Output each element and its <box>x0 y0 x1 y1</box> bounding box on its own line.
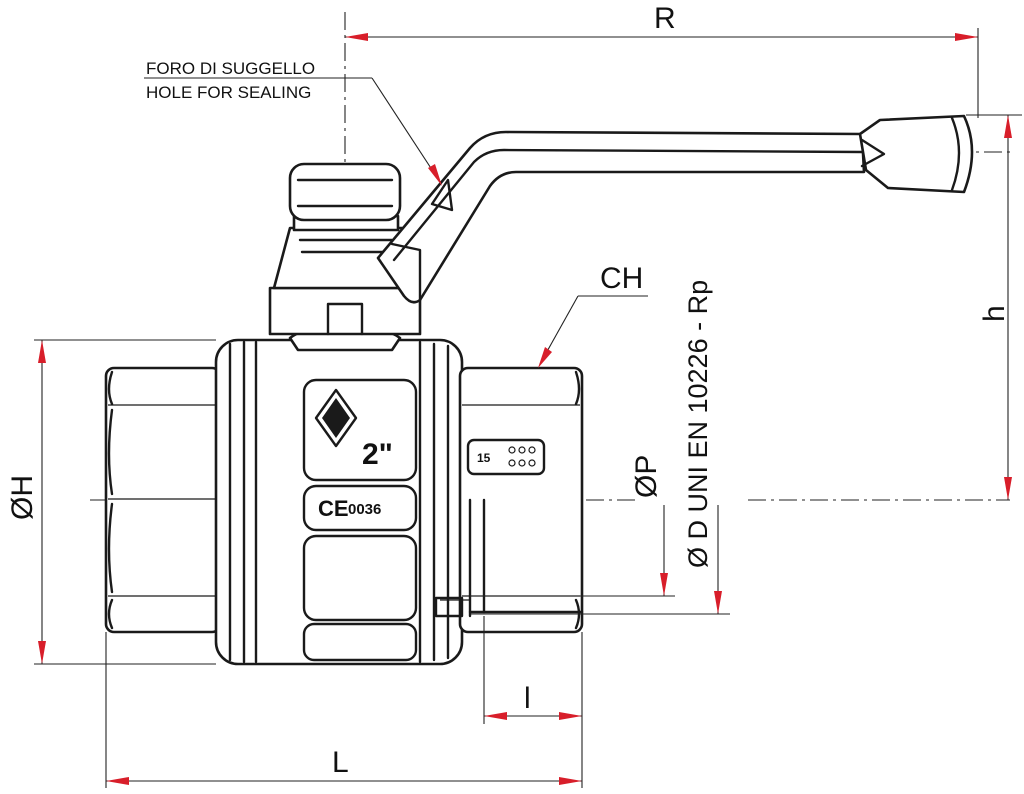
ce-number: 0036 <box>348 501 381 518</box>
logo-plate <box>302 378 418 482</box>
label-L: L <box>332 746 349 779</box>
dimension-labels: R h CH ØH ØP L l Ø D UNI EN 10226 - Rp F… <box>6 2 1011 779</box>
ce-marking: CE <box>318 496 349 521</box>
right-hex-end <box>458 366 584 634</box>
pressure-marking: 15 <box>477 451 491 465</box>
lower-plate <box>302 622 418 662</box>
label-R: R <box>654 2 676 35</box>
label-CH: CH <box>600 262 643 295</box>
label-OP: ØP <box>630 455 663 498</box>
size-marking: 2" <box>362 438 393 471</box>
pressure-dots <box>508 446 536 467</box>
stem-cap <box>288 162 402 222</box>
valve-body: 2" CE 0036 15 <box>104 338 584 666</box>
label-sealing-hole-it: FORO DI SUGGELLO <box>146 59 315 78</box>
label-standard: Ø D UNI EN 10226 - Rp <box>683 280 713 568</box>
blank-plate <box>302 534 418 622</box>
label-l: l <box>524 682 531 715</box>
manufacturer-logo <box>314 388 358 448</box>
label-OH: ØH <box>6 475 39 520</box>
ce-plate <box>302 484 418 532</box>
dimension-lines <box>34 28 1022 788</box>
label-sealing-hole-en: HOLE FOR SEALING <box>146 83 311 102</box>
gland-nut <box>268 286 422 336</box>
sealing-hole-leader <box>371 77 441 183</box>
lever-grip <box>858 114 974 194</box>
pressure-plate <box>466 438 546 476</box>
lever-arm <box>376 130 866 304</box>
lever-handle <box>376 114 974 304</box>
left-hex-end <box>104 366 222 634</box>
label-h: h <box>978 305 1011 322</box>
